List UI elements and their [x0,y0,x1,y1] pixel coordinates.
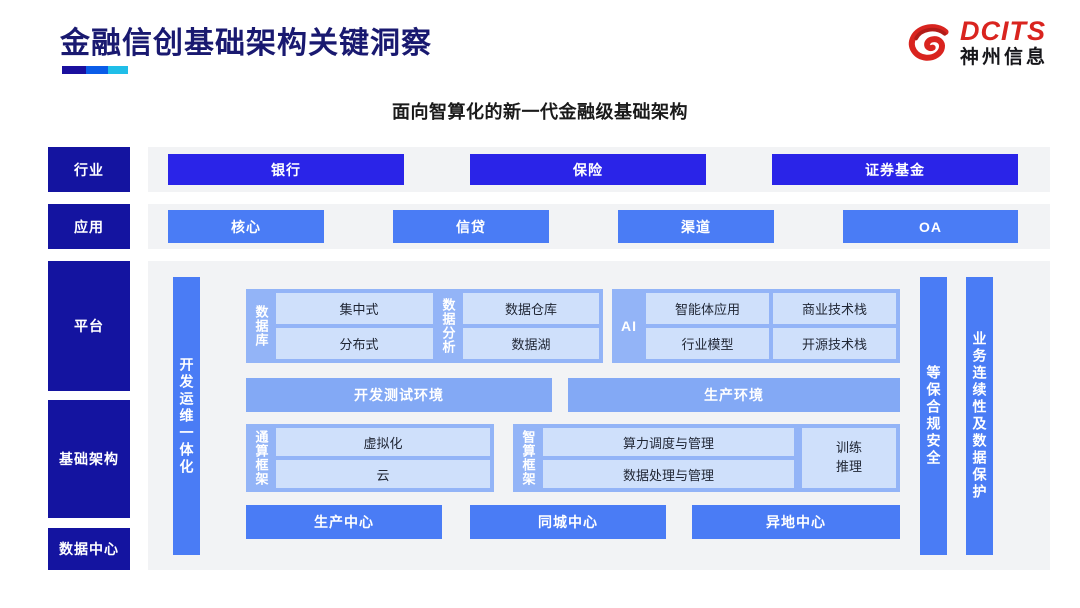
application-chip-credit[interactable]: 信贷 [393,210,549,243]
page-subtitle: 面向智算化的新一代金融级基础架构 [392,102,688,122]
cell-data-processing[interactable]: 数据处理与管理 [543,460,794,488]
vertical-bar-devops[interactable]: 开发运维一体化 [173,277,200,555]
group-ai: AI 智能体应用 商业技术栈 行业模型 开源技术栈 [612,289,900,363]
cell-virtualization[interactable]: 虚拟化 [276,428,490,456]
industry-row: 银行 保险 证券基金 [148,147,1050,192]
group-label-intelligent-compute-frame: 智算框架 [520,430,536,486]
cell-industry-model[interactable]: 行业模型 [646,328,769,359]
group-data-analysis: 数据分析 数据仓库 数据湖 [433,289,603,363]
cell-data-warehouse[interactable]: 数据仓库 [463,293,599,324]
dcits-swirl-logo-icon [906,20,952,66]
title-accent-bar [62,66,128,74]
rail-label-infrastructure: 基础架构 [48,400,130,518]
cell-training-label: 训练 [835,440,862,456]
datacenter-chip-remote[interactable]: 异地中心 [692,505,900,539]
cell-distributed[interactable]: 分布式 [276,328,442,359]
cell-commercial-stack[interactable]: 商业技术栈 [773,293,896,324]
group-label-data-analysis: 数据分析 [440,298,456,354]
industry-chip-bank[interactable]: 银行 [168,154,404,185]
industry-chip-insurance[interactable]: 保险 [470,154,706,185]
rail-label-platform: 平台 [48,261,130,391]
application-chip-oa[interactable]: OA [843,210,1018,243]
bar-production-environment[interactable]: 生产环境 [568,378,900,412]
group-label-ai: AI [621,318,637,334]
vertical-bar-business-continuity[interactable]: 业务连续性及数据保护 [966,277,993,555]
group-general-compute-frame: 通算框架 虚拟化 云 [246,424,494,492]
group-label-general-compute-frame: 通算框架 [253,430,269,486]
cell-agent-application[interactable]: 智能体应用 [646,293,769,324]
cell-inference-label: 推理 [835,459,862,474]
cell-training-inference[interactable]: 训练 推理 [802,428,896,488]
cell-cloud[interactable]: 云 [276,460,490,488]
logo-text-en: DCITS [959,16,1046,46]
cell-opensource-stack[interactable]: 开源技术栈 [773,328,896,359]
vertical-bar-compliance-security[interactable]: 等保合规安全 [920,277,947,555]
application-row: 核心 信贷 渠道 OA [148,204,1050,249]
group-label-database: 数据库 [253,305,269,347]
industry-chip-securities-fund[interactable]: 证券基金 [772,154,1018,185]
platform-panel: 开发运维一体化 等保合规安全 业务连续性及数据保护 数据库 集中式 分布式 数据… [148,261,1050,570]
cell-data-lake[interactable]: 数据湖 [463,328,599,359]
group-database: 数据库 集中式 分布式 [246,289,446,363]
bar-dev-test-environment[interactable]: 开发测试环境 [246,378,552,412]
datacenter-chip-metro[interactable]: 同城中心 [470,505,666,539]
application-chip-core[interactable]: 核心 [168,210,324,243]
rail-label-industry: 行业 [48,147,130,192]
brand-logo: DCITS 神州信息 [906,18,1048,67]
application-chip-channel[interactable]: 渠道 [618,210,774,243]
logo-text-cn: 神州信息 [959,47,1048,68]
page-title: 金融信创基础架构关键洞察 [60,27,432,60]
datacenter-chip-production[interactable]: 生产中心 [246,505,442,539]
cell-compute-scheduling[interactable]: 算力调度与管理 [543,428,794,456]
rail-label-application: 应用 [48,204,130,249]
cell-centralized[interactable]: 集中式 [276,293,442,324]
group-intelligent-compute-frame: 智算框架 算力调度与管理 数据处理与管理 训练 推理 [513,424,900,492]
rail-label-datacenter: 数据中心 [48,528,130,570]
